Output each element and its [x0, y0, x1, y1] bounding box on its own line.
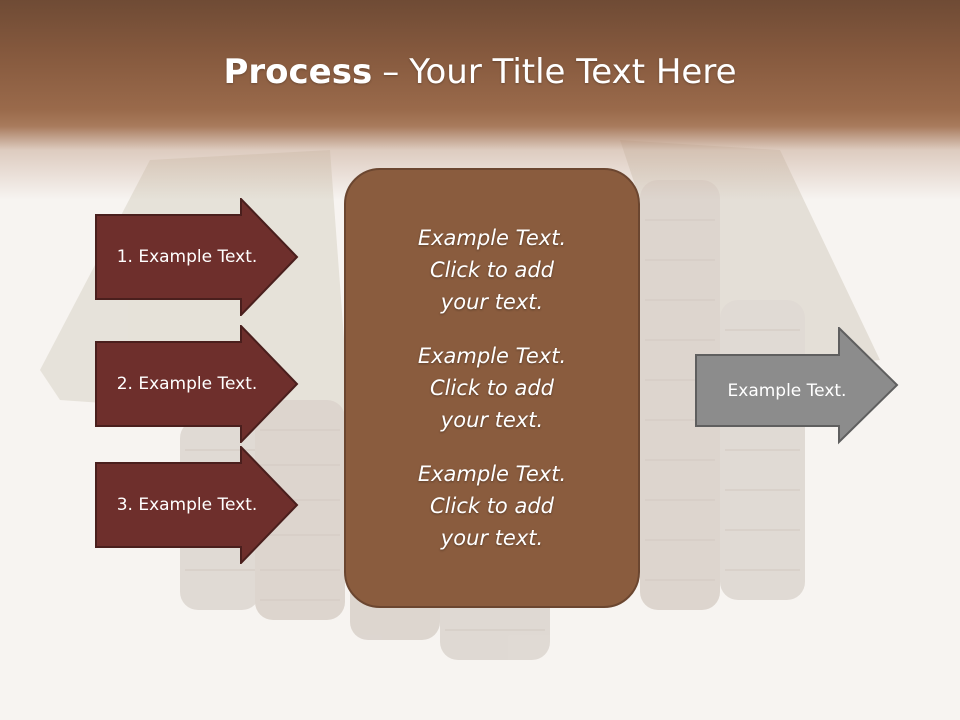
right-arrow-label: Example Text. [727, 381, 847, 401]
center-text-line: Click to add [429, 494, 554, 518]
left-arrow-2[interactable]: 2. Example Text. [95, 325, 299, 443]
slide-title[interactable]: Process–Your Title Text Here [0, 52, 960, 92]
center-text-line: Click to add [429, 258, 554, 282]
title-banner [0, 0, 960, 200]
center-text-line: Click to add [429, 376, 554, 400]
left-arrow-3-label: 3. Example Text. [116, 495, 258, 515]
left-arrow-3[interactable]: 3. Example Text. [95, 446, 299, 564]
center-text-panel[interactable]: Example Text. Click to add your text. Ex… [344, 168, 640, 608]
center-text-line: your text. [440, 408, 544, 432]
center-text-line: Example Text. [417, 226, 567, 250]
center-text-block-3: Example Text. Click to add your text. [346, 458, 638, 554]
arrow-right-icon [95, 325, 299, 443]
arrow-right-icon [695, 327, 899, 445]
left-arrow-1-label: 1. Example Text. [116, 247, 258, 267]
title-rest: Your Title Text Here [409, 52, 737, 92]
center-text-line: your text. [440, 526, 544, 550]
title-bold: Process [223, 52, 373, 92]
arrow-right-icon [95, 446, 299, 564]
center-text-line: Example Text. [417, 462, 567, 486]
left-arrow-2-label: 2. Example Text. [116, 374, 258, 394]
arrow-right-icon [95, 198, 299, 316]
right-arrow[interactable]: Example Text. [695, 327, 899, 445]
center-text-block-1: Example Text. Click to add your text. [346, 222, 638, 318]
center-text-line: your text. [440, 290, 544, 314]
title-separator: – [382, 52, 400, 92]
left-arrow-1[interactable]: 1. Example Text. [95, 198, 299, 316]
center-text-line: Example Text. [417, 344, 567, 368]
center-text-block-2: Example Text. Click to add your text. [346, 340, 638, 436]
